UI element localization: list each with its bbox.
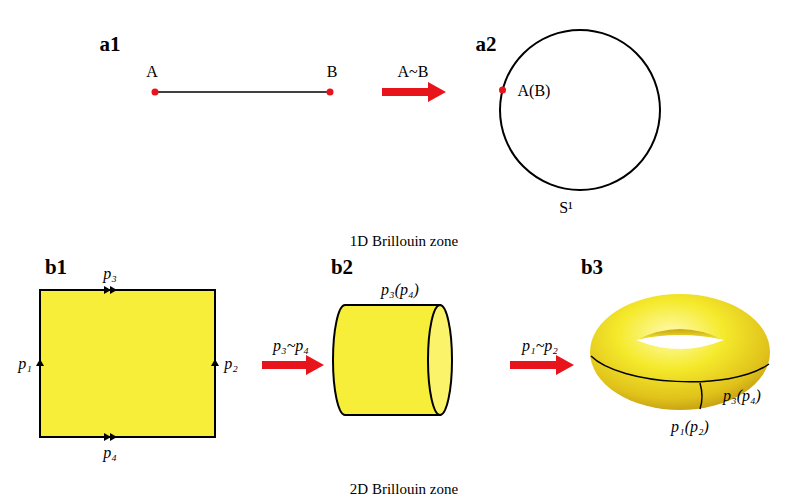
caption-label: 2D Brillouin zone: [350, 481, 458, 498]
edge-label: p₃(p₄): [723, 387, 761, 405]
edge-arrowhead: [36, 359, 44, 366]
segment-line: [155, 91, 330, 93]
edge-arrowhead: [211, 359, 219, 366]
panel-label: b2: [331, 256, 353, 279]
point-label: B: [327, 63, 338, 81]
edge-arrowhead: [110, 433, 117, 441]
edge-label: p₃(p₄): [381, 281, 419, 299]
space-label: S¹: [559, 199, 573, 217]
end-point: [152, 89, 159, 96]
point-label: A(B): [518, 82, 551, 100]
edge-label: p₃: [103, 265, 117, 283]
arrow-label: p₃~p₄: [273, 337, 309, 355]
red-arrow: [382, 82, 446, 102]
torus-loop: [700, 383, 702, 409]
edge-arrowhead: [110, 286, 117, 294]
edge-arrowhead: [104, 286, 111, 294]
edge-label: p₁: [18, 355, 32, 373]
panel-label: b3: [581, 256, 603, 279]
edge-label: p₄: [103, 444, 117, 462]
caption-label: 1D Brillouin zone: [350, 233, 458, 250]
red-arrow: [510, 355, 574, 375]
edge-label: p₁(p₂): [671, 418, 709, 436]
arrow-label: A~B: [398, 63, 429, 81]
panel-label: a2: [476, 33, 497, 56]
edge-label: p₂: [224, 355, 238, 373]
edge-arrowhead: [104, 433, 111, 441]
torus-loop: [591, 356, 769, 382]
red-arrow: [262, 355, 324, 375]
arrow-label: p₁~p₂: [522, 337, 558, 355]
torus-body: [590, 294, 770, 410]
panel-label: b1: [45, 256, 67, 279]
panel-label: a1: [100, 33, 121, 56]
circle-s1: [500, 30, 660, 190]
glued-point: [499, 87, 506, 94]
point-label: A: [146, 63, 158, 81]
cylinder-end: [428, 305, 452, 415]
torus-hole-shade: [636, 329, 724, 340]
brillouin-rectangle: [40, 290, 215, 437]
torus-hole: [636, 329, 724, 349]
cylinder-body: [333, 305, 440, 415]
end-point: [327, 89, 334, 96]
